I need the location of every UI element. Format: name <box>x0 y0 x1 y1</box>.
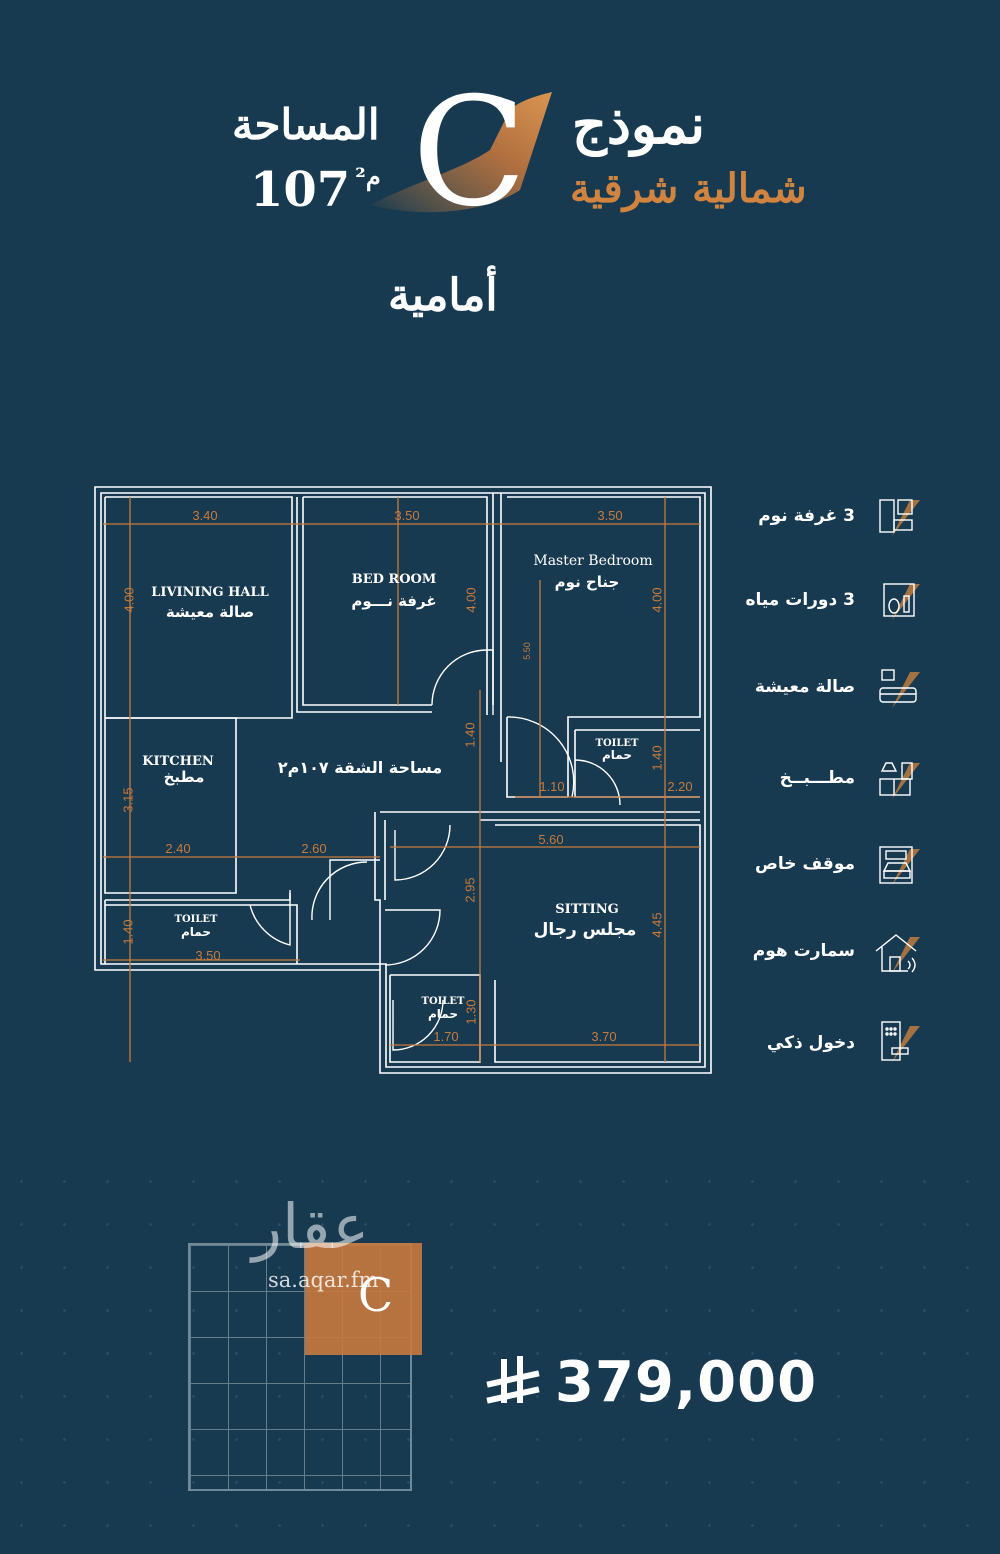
room-master-en: Master Bedroom <box>533 553 653 569</box>
area-label: المساحة <box>232 100 380 149</box>
dim-corridor-height: 1.40 <box>462 722 478 748</box>
dim-toilet-left-height: 1.40 <box>120 919 136 945</box>
feature-smart-home: سمارت هوم <box>752 941 855 961</box>
room-master-toilet-en: TOILET <box>595 738 639 749</box>
room-toilet-left-ar: حمام <box>181 925 211 939</box>
room-master-ar: جناح نوم <box>554 573 620 591</box>
dimension-lines <box>103 497 700 1062</box>
bedroom-icon <box>879 499 920 536</box>
dim-master-inner: 5.50 <box>522 642 532 660</box>
model-letter-logo: C <box>412 66 527 240</box>
dim-toilet-center-width: 1.70 <box>433 1029 459 1044</box>
room-living-ar: صالة معيشة <box>165 603 255 621</box>
dim-living-width: 3.40 <box>192 508 218 523</box>
living-room-icon <box>879 669 920 708</box>
dim-living-height: 4.00 <box>121 587 137 613</box>
smart-entry-icon <box>881 1021 920 1062</box>
area-value: 107 <box>250 162 351 218</box>
thumbnail-letter: C <box>358 1268 394 1322</box>
doors <box>249 649 621 1051</box>
logo-swoosh <box>370 92 552 213</box>
watermark-url: sa.aqar.fm <box>268 1268 379 1292</box>
walls <box>94 486 712 1074</box>
bathroom-icon <box>883 583 920 620</box>
orientation-label: شمالية شرقية <box>570 165 807 212</box>
dim-closet-width: 1.10 <box>539 779 565 794</box>
dim-sitting-width: 5.60 <box>538 832 564 847</box>
dim-corridor-width: 2.60 <box>301 841 327 856</box>
room-living-en: LIVINING HALL <box>151 585 269 600</box>
room-kitchen-en: KITCHEN <box>142 754 214 769</box>
dim-kitchen-height: 3.15 <box>120 787 136 813</box>
feature-kitchen: مطـــبــخ <box>779 768 855 788</box>
area-unit: م² <box>355 162 381 191</box>
dot-pattern <box>0 1160 1000 1554</box>
facing-label: أمامية <box>388 270 498 321</box>
feature-parking: موقف خاص <box>755 854 855 874</box>
parking-icon <box>879 846 920 885</box>
apartment-area: مساحة الشقة ١٠٧م٢ <box>277 758 443 777</box>
area-value-group: م² 107 <box>250 162 381 218</box>
room-toilet-center-ar: حمام <box>428 1007 458 1021</box>
feature-bathrooms: 3 دورات مياه <box>745 590 855 610</box>
kitchen-icon <box>879 762 920 799</box>
dim-bedroom-height: 4.00 <box>463 587 479 613</box>
saudi-riyal-icon <box>486 1356 540 1404</box>
room-toilet-left-en: TOILET <box>174 914 218 925</box>
watermark-logo: عقار <box>252 1190 370 1263</box>
dim-sitting-height: 4.45 <box>649 912 665 938</box>
model-label: نموذج <box>572 92 706 156</box>
dim-toilet-left-width: 3.50 <box>195 948 221 963</box>
feature-smart-entry: دخول ذكي <box>766 1033 855 1053</box>
dim-master-toilet-width: 2.20 <box>667 779 693 794</box>
dim-sitting-height2: 2.95 <box>462 877 478 903</box>
unit-highlight <box>305 1243 422 1355</box>
dim-bedroom-width: 3.50 <box>394 508 420 523</box>
dim-master-width: 3.50 <box>597 508 623 523</box>
feature-living-room: صالة معيشة <box>754 677 855 697</box>
dim-master-toilet-height: 1.40 <box>649 745 665 771</box>
dim-sitting-bottom-width: 3.70 <box>591 1029 617 1044</box>
room-master-toilet-ar: حمام <box>602 748 632 762</box>
price-value: 379,000 <box>555 1350 818 1415</box>
smart-home-icon <box>875 934 920 973</box>
room-bedroom-ar: غرفة نـــوم <box>351 592 437 610</box>
dim-master-height: 4.00 <box>649 587 665 613</box>
dim-kitchen-width: 2.40 <box>165 841 191 856</box>
room-toilet-center-en: TOILET <box>421 996 465 1007</box>
room-kitchen-ar: مطبخ <box>163 768 205 786</box>
room-sitting-ar: مجلس رجال <box>533 920 637 940</box>
room-bedroom-en: BED ROOM <box>351 572 437 587</box>
room-sitting-en: SITTING <box>555 902 619 917</box>
dim-toilet-center-height: 1.30 <box>463 999 479 1025</box>
feature-bedrooms: 3 غرفة نوم <box>758 506 855 526</box>
